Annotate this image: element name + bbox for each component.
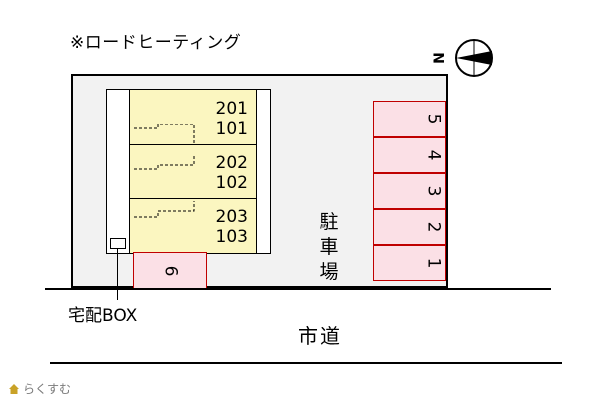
parking-space-number: 4 [423,149,444,161]
compass: N [432,38,502,78]
stair-outline [134,201,195,218]
unit-number-lower: 103 [215,227,248,247]
parking-label: 駐 車 場 [317,210,341,285]
parking-label-char: 場 [319,261,339,283]
unit-number-upper: 202 [215,153,248,173]
brand-watermark: らくすむ [8,380,71,397]
parking-space-6: 6 [133,252,207,289]
compass-north-letter: N [431,52,448,64]
parking-space-1: 1 [373,245,446,281]
road-heating-note: ※ロードヒーティング [70,33,242,53]
unit-row-3: 203 103 [129,198,257,254]
parking-space-2: 2 [373,209,446,245]
building-right-strip [256,89,271,254]
unit-number-lower: 101 [215,119,248,139]
delivery-box-leader [117,248,118,300]
parking-label-char: 車 [319,236,339,258]
parking-label-char: 駐 [319,211,339,233]
parking-space-number: 3 [423,185,444,197]
road-edge-upper [45,288,551,290]
building-left-strip [106,89,130,254]
stair-outline [134,154,195,170]
parking-space-number: 1 [423,257,444,269]
brand-text: らくすむ [23,382,72,396]
parking-space-4: 4 [373,137,446,173]
unit-number-upper: 201 [215,99,248,119]
road-edge-lower [50,362,562,364]
parking-space-number: 6 [159,265,180,276]
unit-number-lower: 102 [215,173,248,193]
unit-number-upper: 203 [215,207,248,227]
parking-space-3: 3 [373,173,446,209]
unit-row-1: 201 101 [129,89,257,157]
parking-space-5: 5 [373,101,446,137]
delivery-box-label: 宅配BOX [68,306,138,326]
parking-space-number: 5 [423,113,444,125]
parking-space-number: 2 [423,221,444,233]
road-label: 市道 [298,324,342,348]
compass-icon [455,39,493,77]
delivery-box [110,238,126,249]
house-icon [9,383,19,394]
unit-row-2: 202 102 [129,144,257,199]
